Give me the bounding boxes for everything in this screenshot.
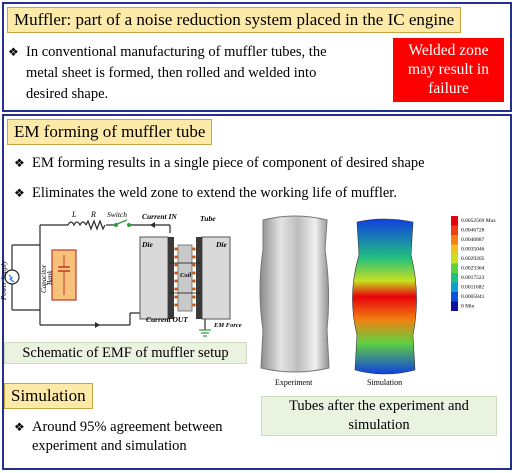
weld-failure-warning: Welded zone may result in failure <box>393 38 504 102</box>
legend-value: 0 Min <box>461 304 475 310</box>
bottom-section-frame <box>2 114 512 470</box>
em-forming-title: EM forming of muffler tube <box>7 119 213 145</box>
tube-wall-left <box>168 237 174 319</box>
current-out-label: Current OUT <box>146 315 188 324</box>
legend-value: 0.0029205 <box>461 256 485 262</box>
legend-swatch <box>451 244 458 254</box>
legend-value: 0.0046728 <box>461 228 485 234</box>
legend-value: 0.0040887 <box>461 237 485 243</box>
tubes-caption: Tubes after the experiment and simulatio… <box>261 396 497 436</box>
power-supply-icon <box>4 269 20 285</box>
resistor-label: R <box>90 210 96 219</box>
em-force-label: EM Force <box>213 322 242 329</box>
capacitor-label-1: Capacitor <box>40 264 48 293</box>
legend-value: 0.0017523 <box>461 275 485 281</box>
die-left-label: Die <box>141 240 154 249</box>
die-left-block <box>139 236 169 320</box>
simulation-label: Simulation <box>367 378 402 387</box>
coil-body <box>177 244 193 312</box>
legend-value: 0.0052569 Max <box>461 218 496 224</box>
switch-label: Switch <box>107 210 127 219</box>
legend-color-scale: 0.0052569 Max 0.0046728 0.0040887 0.0035046… <box>451 216 496 311</box>
legend-swatch <box>451 301 458 311</box>
experiment-label: Experiment <box>275 378 313 387</box>
legend-swatch <box>451 282 458 292</box>
legend-value: 0.0011682 <box>461 285 484 291</box>
ground-icon <box>199 329 211 337</box>
resistor-icon <box>85 219 106 231</box>
current-in-label: Current IN <box>142 212 177 221</box>
inductor-label: L <box>71 210 77 219</box>
legend-swatch <box>451 254 458 264</box>
legend-value: 0.0035046 <box>461 247 485 253</box>
bullet-diamond-icon: ❖ <box>14 186 25 200</box>
capacitor-label-2: Bank <box>46 270 54 285</box>
tube-photos: 0.0052569 Max 0.0046728 0.0040887 0.0035046… <box>259 215 496 387</box>
tube-wall-right <box>196 237 202 319</box>
die-right-block <box>201 236 231 320</box>
die-right-label: Die <box>215 240 228 249</box>
legend-swatch <box>451 292 458 302</box>
legend-value: 0.0023364 <box>461 266 485 272</box>
tube-label: Tube <box>200 214 216 223</box>
bullet-diamond-icon: ❖ <box>14 420 25 434</box>
coil-turns <box>174 247 196 307</box>
simulation-title: Simulation <box>4 383 93 409</box>
legend-swatch <box>451 235 458 245</box>
power-supply-label: Power Supply <box>0 260 8 301</box>
emf-schematic-diagram: Power Supply Capacitor Bank L R Switch C… <box>0 210 242 337</box>
legend-swatch <box>451 216 458 226</box>
legend-swatch <box>451 273 458 283</box>
muffler-title: Muffler: part of a noise reduction syste… <box>7 7 462 33</box>
inductor-icon <box>67 221 87 227</box>
coil-label: Coil <box>180 272 191 279</box>
bullet-diamond-icon: ❖ <box>8 45 19 59</box>
legend-swatch <box>451 263 458 273</box>
schematic-caption: Schematic of EMF of muffler setup <box>4 342 247 364</box>
experiment-tube-photo <box>259 215 330 373</box>
legend-swatch <box>451 225 458 235</box>
bullet-diamond-icon: ❖ <box>14 156 25 170</box>
legend-value: 0.0005841 <box>461 294 485 300</box>
simulation-tube-image <box>352 218 417 375</box>
top-section-frame <box>2 2 512 112</box>
